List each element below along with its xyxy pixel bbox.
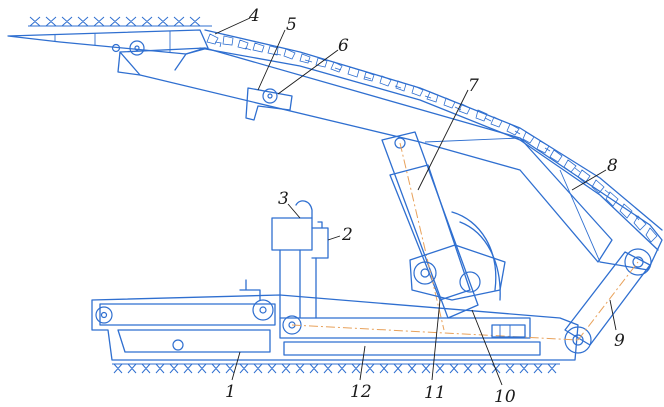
callout-7: 7 xyxy=(468,76,479,96)
caving-shield xyxy=(519,137,663,271)
roof-hatching xyxy=(28,16,212,27)
leader-lines xyxy=(214,17,617,386)
canopy-bracket xyxy=(245,87,293,121)
callout-labels: 4 5 6 7 8 3 2 9 1 12 11 10 xyxy=(225,6,625,407)
callout-4: 4 xyxy=(248,6,260,26)
callout-12: 12 xyxy=(350,382,372,402)
push-beam xyxy=(279,315,579,356)
callout-6: 6 xyxy=(338,36,349,56)
rear-link xyxy=(564,248,652,354)
callout-8: 8 xyxy=(607,156,618,176)
lemniscate-links xyxy=(409,211,506,301)
caved-rock-band xyxy=(199,29,663,251)
callout-11: 11 xyxy=(424,383,446,403)
callout-10: 10 xyxy=(494,387,516,407)
callout-3: 3 xyxy=(278,189,289,209)
callout-1: 1 xyxy=(225,382,236,402)
hydraulic-leg xyxy=(381,131,479,331)
floor-hatching xyxy=(112,363,560,374)
control-valve-block xyxy=(271,200,329,319)
base-cylinder xyxy=(491,324,526,338)
callout-9: 9 xyxy=(614,331,625,351)
base-frame xyxy=(91,279,579,361)
main-canopy xyxy=(117,47,613,263)
callout-2: 2 xyxy=(341,225,353,245)
callout-5: 5 xyxy=(286,15,297,35)
front-canopy-extension xyxy=(7,29,209,56)
